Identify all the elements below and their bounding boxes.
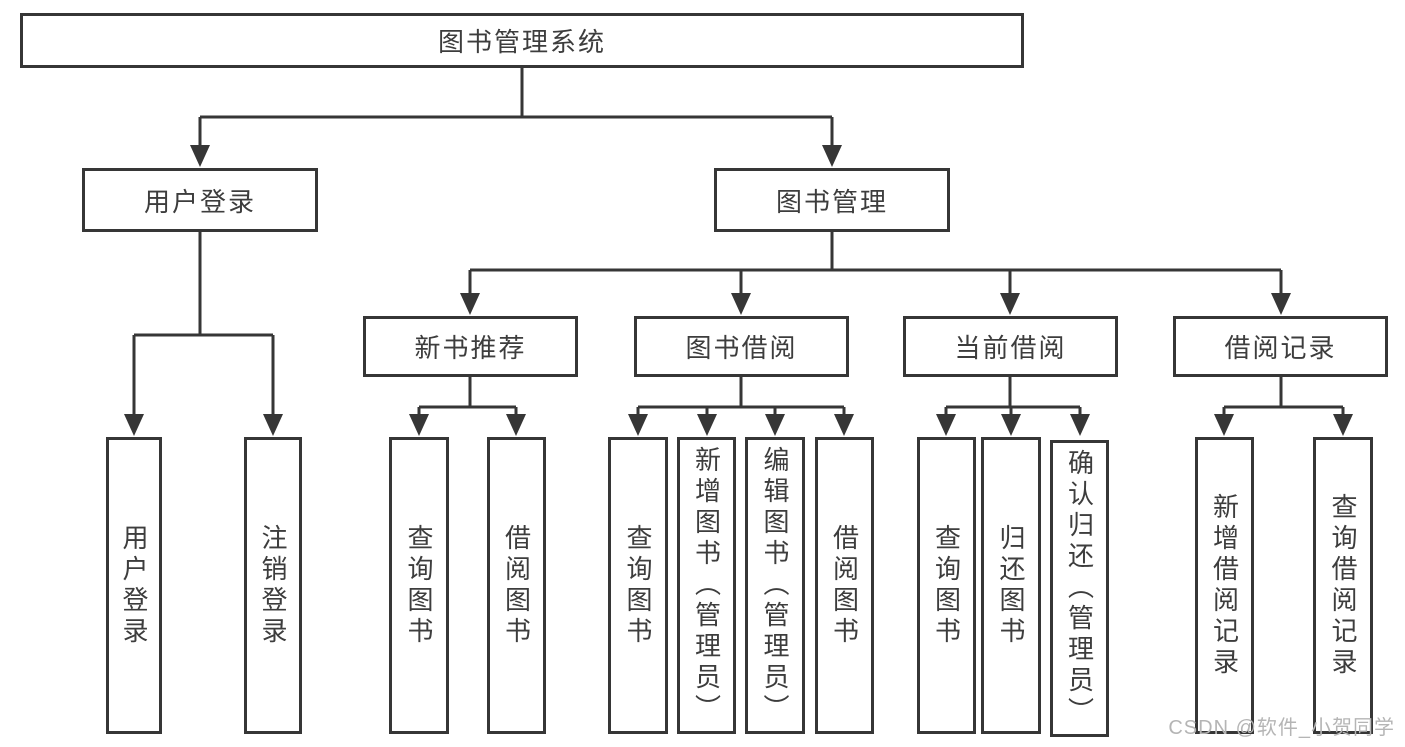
leaf-cb-return-book: 归还图书 [981, 437, 1041, 734]
leaf-logout-login: 注销登录 [244, 437, 302, 734]
node-label: 新书推荐 [414, 333, 527, 363]
leaf-cb-confirm-return-admin: 确认归还（管理员） [1050, 440, 1109, 737]
node-label: 用户登录 [119, 523, 149, 648]
node-label: 注销登录 [258, 523, 288, 648]
csdn-watermark: CSDN @软件_小贺同学 [1168, 717, 1395, 739]
leaf-bb-add-book-admin: 新增图书（管理员） [677, 437, 736, 734]
node-label: 查询图书 [623, 523, 653, 648]
node-label: 新增借阅记录 [1209, 492, 1240, 679]
leaf-nbr-borrow-book: 借阅图书 [487, 437, 546, 734]
node-label: 当前借阅 [954, 333, 1067, 363]
node-label: 图书管理系统 [437, 27, 606, 57]
node-label: 借阅记录 [1224, 333, 1337, 363]
node-label: 借阅图书 [501, 523, 532, 648]
leaf-bb-edit-book-admin: 编辑图书（管理员） [745, 437, 805, 734]
leaf-br-add-record: 新增借阅记录 [1195, 437, 1254, 734]
node-label: 用户登录 [143, 186, 256, 217]
node-book-management: 图书管理 [714, 168, 950, 232]
node-label: 借阅图书 [829, 523, 860, 648]
leaf-bb-borrow-book: 借阅图书 [815, 437, 874, 734]
leaf-nbr-query-book: 查询图书 [389, 437, 449, 734]
node-label: 查询借阅记录 [1328, 492, 1358, 679]
node-new-book-recommend: 新书推荐 [363, 316, 578, 377]
node-current-borrowing: 当前借阅 [903, 316, 1118, 377]
node-label: 图书借阅 [685, 333, 798, 363]
leaf-br-query-record: 查询借阅记录 [1313, 437, 1373, 734]
node-label: 新增图书（管理员） [691, 446, 722, 725]
leaf-bb-query-book: 查询图书 [608, 437, 668, 734]
node-label: 确认归还（管理员） [1064, 449, 1095, 728]
node-user-login: 用户登录 [82, 168, 318, 232]
leaf-user-login: 用户登录 [106, 437, 162, 734]
leaf-cb-query-book: 查询图书 [917, 437, 976, 734]
node-borrow-records: 借阅记录 [1173, 316, 1388, 377]
node-book-borrowing: 图书借阅 [634, 316, 849, 377]
node-label: 编辑图书（管理员） [760, 446, 790, 725]
node-label: 查询图书 [931, 523, 962, 648]
arrowheads [124, 145, 1353, 436]
node-label: 图书管理 [775, 186, 888, 217]
node-label: 查询图书 [404, 523, 434, 648]
node-library-management-system: 图书管理系统 [20, 13, 1024, 68]
node-label: 归还图书 [996, 523, 1026, 648]
